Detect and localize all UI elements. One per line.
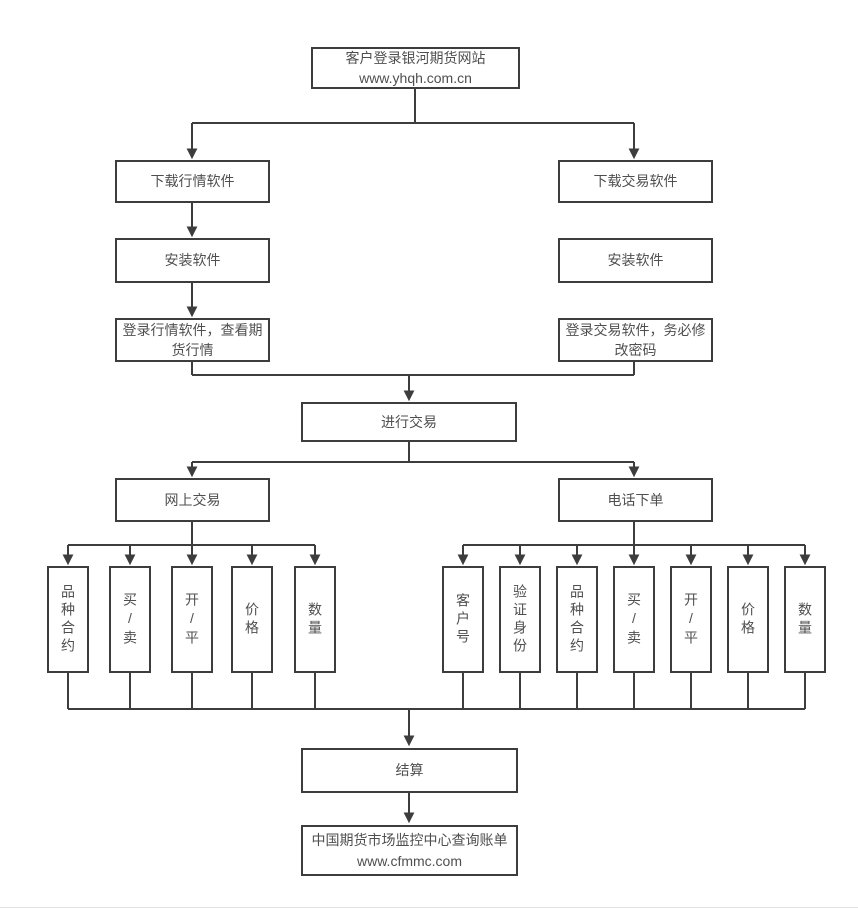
- node-login-site-url: www.yhqh.com.cn: [359, 70, 472, 86]
- node-phone-order: 电话下单: [558, 478, 713, 522]
- node-do-trade: 进行交易: [301, 402, 517, 442]
- node-monitor-center-url: www.cfmmc.com: [357, 852, 462, 869]
- node-login-quote-software: 登录行情软件，查看期货行情: [115, 318, 270, 362]
- field-phone-quantity: 数量: [784, 566, 826, 673]
- node-download-trade-software: 下载交易软件: [558, 160, 713, 203]
- field-web-quantity: 数量: [294, 566, 336, 673]
- field-phone-identity-verify: 验证身份: [499, 566, 541, 673]
- node-install-software-right: 安装软件: [558, 238, 713, 283]
- field-web-open-close: 开/平: [171, 566, 213, 673]
- field-phone-price: 价格: [727, 566, 769, 673]
- field-web-contract: 品种合约: [47, 566, 89, 673]
- node-download-quote-software: 下载行情软件: [115, 160, 270, 203]
- arrow-connector-lines: [62, 123, 811, 824]
- node-monitor-center: 中国期货市场监控中心查询账单 www.cfmmc.com: [301, 825, 518, 876]
- field-web-buy-sell: 买/卖: [109, 566, 151, 673]
- node-login-site: 客户登录银河期货网站 www.yhqh.com.cn: [311, 47, 520, 89]
- field-phone-customer-id: 客户号: [442, 566, 484, 673]
- node-monitor-center-label: 中国期货市场监控中心查询账单: [311, 832, 508, 849]
- field-phone-open-close: 开/平: [670, 566, 712, 673]
- node-install-software-left: 安装软件: [115, 238, 270, 283]
- node-settle: 结算: [301, 748, 518, 793]
- node-web-trade: 网上交易: [115, 478, 270, 522]
- node-login-trade-software: 登录交易软件，务必修改密码: [558, 318, 713, 362]
- node-login-site-label: 客户登录银河期货网站: [345, 49, 486, 66]
- field-phone-contract: 品种合约: [556, 566, 598, 673]
- field-web-price: 价格: [231, 566, 273, 673]
- field-phone-buy-sell: 买/卖: [613, 566, 655, 673]
